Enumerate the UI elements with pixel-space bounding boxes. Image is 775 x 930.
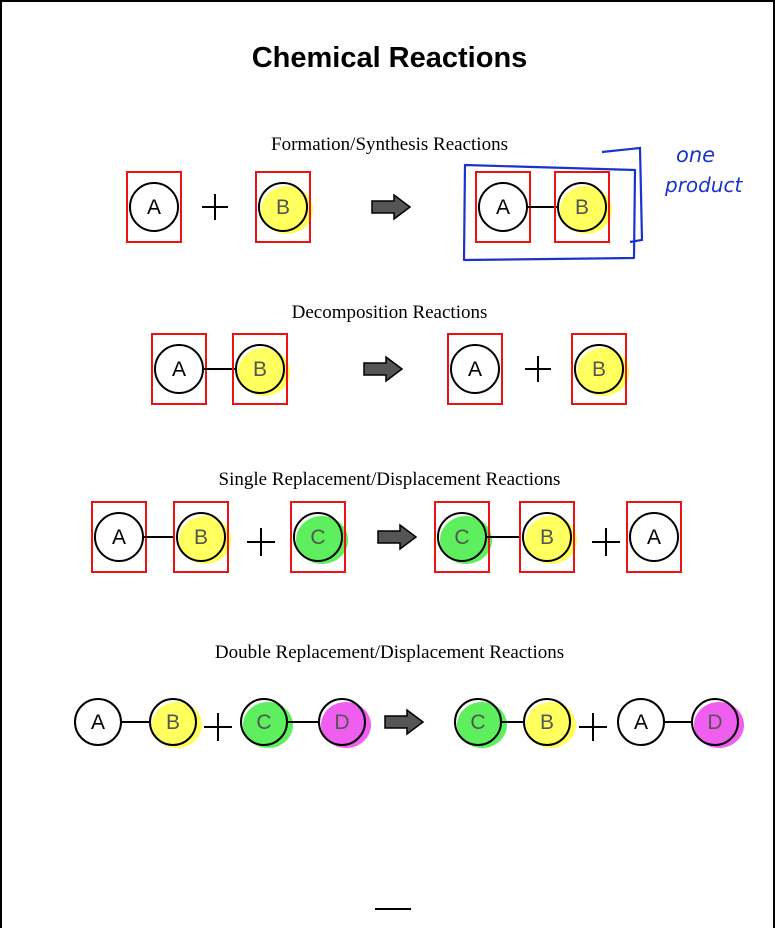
- highlight-box: [255, 171, 311, 243]
- highlight-b: [179, 516, 231, 564]
- atom-label: B: [540, 711, 554, 734]
- highlight-d: [694, 702, 744, 748]
- atom-b: B: [232, 333, 290, 405]
- atom-label: B: [575, 196, 589, 219]
- atom-circle: [176, 512, 226, 562]
- atom-label: C: [470, 711, 485, 734]
- atom-label: A: [112, 526, 126, 549]
- atom-b: B: [523, 698, 576, 748]
- atom-label: A: [172, 358, 186, 381]
- reaction-title-decomposition: Decomposition Reactions: [291, 302, 488, 323]
- highlight-b: [152, 702, 202, 748]
- atom-label: A: [634, 711, 648, 734]
- atom-a: A: [74, 698, 122, 746]
- highlight-d: [321, 702, 371, 748]
- highlight-b: [261, 186, 313, 234]
- reaction-title-single-replacement: Single Replacement/Displacement Reaction…: [218, 469, 561, 490]
- atom-label: A: [147, 196, 161, 219]
- atom-circle: [450, 344, 500, 394]
- highlight-c: [243, 702, 293, 748]
- atom-circle: [557, 182, 607, 232]
- atom-label: B: [194, 526, 208, 549]
- atom-circle: [574, 344, 624, 394]
- atom-a: A: [617, 698, 665, 746]
- atom-circle: [522, 512, 572, 562]
- atom-c: C: [290, 501, 348, 573]
- atom-label: B: [540, 526, 554, 549]
- atom-a: A: [91, 501, 147, 573]
- atom-b: B: [173, 501, 231, 573]
- atom-b: B: [554, 171, 612, 243]
- atom-label: D: [707, 711, 722, 734]
- atom-b: B: [571, 333, 629, 405]
- atom-d: D: [318, 698, 371, 748]
- atom-a: A: [151, 333, 207, 405]
- reaction-title-synthesis: Formation/Synthesis Reactions: [271, 134, 508, 155]
- handwritten-box: [601, 146, 644, 244]
- atom-label: B: [253, 358, 267, 381]
- atom-circle: [629, 512, 679, 562]
- page-title: Chemical Reactions: [251, 42, 528, 74]
- highlight-box: [519, 501, 575, 573]
- atom-label: C: [310, 526, 325, 549]
- atom-circle: [129, 182, 179, 232]
- highlight-box: [290, 501, 346, 573]
- atom-c: C: [454, 698, 507, 748]
- atom-c: C: [240, 698, 293, 748]
- highlight-b: [238, 348, 290, 396]
- highlight-c: [296, 516, 348, 564]
- atom-c: C: [434, 501, 492, 573]
- reaction-arrow: [384, 708, 425, 736]
- atom-a: A: [626, 501, 682, 573]
- atom-label: C: [454, 526, 469, 549]
- reaction-arrow: [377, 523, 418, 551]
- highlight-box: [554, 171, 610, 243]
- highlight-box: [571, 333, 627, 405]
- highlight-box: [126, 171, 182, 243]
- highlight-b: [526, 702, 576, 748]
- atom-label: A: [468, 358, 482, 381]
- atom-circle: [318, 698, 366, 746]
- atom-label: A: [496, 196, 510, 219]
- reaction-title-double-replacement: Double Replacement/Displacement Reaction…: [214, 642, 565, 663]
- atom-label: C: [256, 711, 271, 734]
- annotation-one: one: [676, 143, 715, 167]
- atom-a: A: [447, 333, 503, 405]
- atom-label: D: [334, 711, 349, 734]
- atom-b: B: [149, 698, 202, 748]
- atom-label: B: [276, 196, 290, 219]
- highlight-b: [525, 516, 577, 564]
- highlight-c: [457, 702, 507, 748]
- atom-circle: [293, 512, 343, 562]
- highlight-b: [560, 186, 612, 234]
- reaction-arrow: [371, 193, 412, 221]
- atom-circle: [235, 344, 285, 394]
- atom-label: A: [91, 711, 105, 734]
- highlight-box: [447, 333, 503, 405]
- atom-label: B: [166, 711, 180, 734]
- atom-label: A: [647, 526, 661, 549]
- atom-d: D: [691, 698, 744, 748]
- reaction-arrow: [363, 355, 404, 383]
- atom-a: A: [475, 171, 531, 243]
- highlight-c: [440, 516, 492, 564]
- highlight-box: [173, 501, 229, 573]
- highlight-box: [626, 501, 682, 573]
- highlight-b: [577, 348, 629, 396]
- atom-circle: [523, 698, 571, 746]
- atom-label: B: [592, 358, 606, 381]
- atom-circle: [258, 182, 308, 232]
- highlight-box: [232, 333, 288, 405]
- handwritten-box: [462, 163, 637, 262]
- atom-b: B: [519, 501, 577, 573]
- atom-a: A: [126, 171, 182, 243]
- atom-circle: [149, 698, 197, 746]
- atom-b: B: [255, 171, 313, 243]
- annotation-product: product: [664, 173, 744, 197]
- atom-circle: [691, 698, 739, 746]
